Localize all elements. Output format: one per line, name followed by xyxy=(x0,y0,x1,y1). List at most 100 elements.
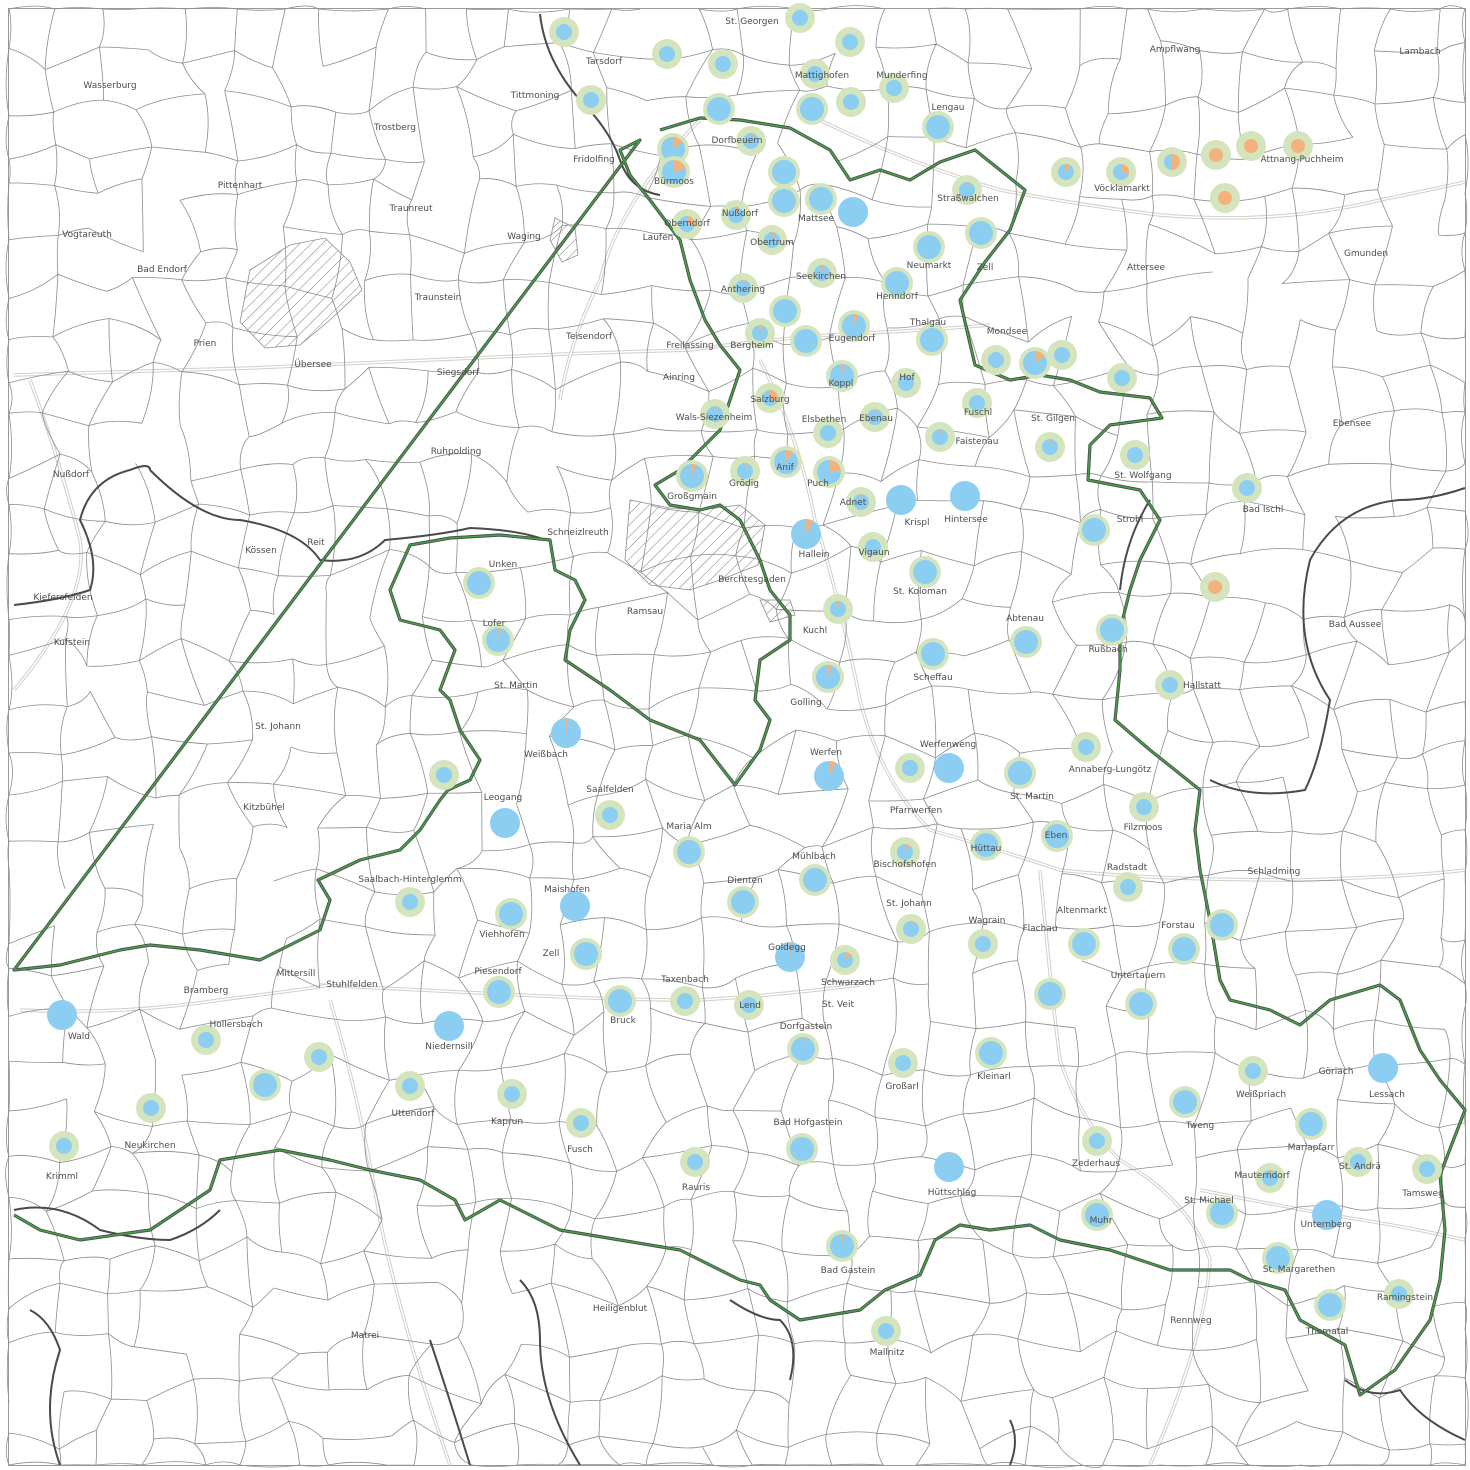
pie-marker[interactable] xyxy=(604,985,636,1017)
pie-marker[interactable] xyxy=(1034,978,1066,1010)
pie-marker[interactable] xyxy=(1125,988,1157,1020)
pie-marker[interactable] xyxy=(950,481,980,511)
pie-marker[interactable] xyxy=(652,39,682,69)
pie-marker[interactable] xyxy=(1295,1108,1327,1140)
pie-marker[interactable] xyxy=(1201,140,1231,170)
pie-marker[interactable] xyxy=(47,1000,77,1030)
pie-marker[interactable] xyxy=(551,718,581,748)
pie-marker[interactable] xyxy=(962,388,992,418)
pie-marker[interactable] xyxy=(952,175,982,205)
pie-marker[interactable] xyxy=(1113,872,1143,902)
pie-marker[interactable] xyxy=(913,231,945,263)
pie-marker[interactable] xyxy=(483,976,515,1008)
pie-marker[interactable] xyxy=(1368,1053,1398,1083)
pie-marker[interactable] xyxy=(1169,1086,1201,1118)
pie-marker[interactable] xyxy=(871,1316,901,1346)
pie-marker[interactable] xyxy=(708,49,738,79)
pie-marker[interactable] xyxy=(672,209,702,239)
pie-marker[interactable] xyxy=(886,485,916,515)
pie-marker[interactable] xyxy=(576,85,606,115)
pie-marker[interactable] xyxy=(1106,157,1136,187)
pie-marker[interactable] xyxy=(1283,131,1313,161)
pie-marker[interactable] xyxy=(922,111,954,143)
pie-marker[interactable] xyxy=(673,836,705,868)
pie-marker[interactable] xyxy=(1082,1126,1112,1156)
pie-marker[interactable] xyxy=(703,93,735,125)
pie-marker[interactable] xyxy=(838,310,870,342)
pie-marker[interactable] xyxy=(1129,792,1159,822)
pie-marker[interactable] xyxy=(1120,440,1150,470)
pie-marker[interactable] xyxy=(1051,157,1081,187)
pie-marker[interactable] xyxy=(1155,670,1185,700)
pie-marker[interactable] xyxy=(823,594,853,624)
pie-marker[interactable] xyxy=(981,345,1011,375)
pie-marker[interactable] xyxy=(755,383,785,413)
pie-marker[interactable] xyxy=(1314,1289,1346,1321)
pie-marker[interactable] xyxy=(736,126,766,156)
pie-marker[interactable] xyxy=(807,258,837,288)
pie-marker[interactable] xyxy=(846,487,876,517)
pie-marker[interactable] xyxy=(890,837,920,867)
pie-marker[interactable] xyxy=(775,942,805,972)
pie-marker[interactable] xyxy=(970,829,1002,861)
pie-marker[interactable] xyxy=(721,200,751,230)
pie-marker[interactable] xyxy=(658,156,690,188)
pie-marker[interactable] xyxy=(1343,1147,1373,1177)
pie-marker[interactable] xyxy=(560,891,590,921)
pie-marker[interactable] xyxy=(860,402,890,432)
pie-marker[interactable] xyxy=(1010,626,1042,658)
pie-marker[interactable] xyxy=(917,638,949,670)
pie-marker[interactable] xyxy=(730,456,760,486)
pie-marker[interactable] xyxy=(916,324,948,356)
pie-marker[interactable] xyxy=(680,1147,710,1177)
pie-marker[interactable] xyxy=(191,1025,221,1055)
pie-marker[interactable] xyxy=(395,887,425,917)
pie-marker[interactable] xyxy=(836,87,866,117)
pie-marker[interactable] xyxy=(769,295,801,327)
pie-marker[interactable] xyxy=(434,1011,464,1041)
pie-marker[interactable] xyxy=(1255,1163,1285,1193)
pie-marker[interactable] xyxy=(888,1048,918,1078)
pie-marker[interactable] xyxy=(826,1230,858,1262)
pie-marker[interactable] xyxy=(1168,933,1200,965)
pie-marker[interactable] xyxy=(1206,909,1238,941)
pie-marker[interactable] xyxy=(745,318,775,348)
pie-marker[interactable] xyxy=(1035,432,1065,462)
pie-marker[interactable] xyxy=(49,1131,79,1161)
pie-marker[interactable] xyxy=(570,938,602,970)
pie-marker[interactable] xyxy=(879,73,909,103)
pie-marker[interactable] xyxy=(814,761,844,791)
pie-marker[interactable] xyxy=(136,1093,166,1123)
pie-marker[interactable] xyxy=(968,929,998,959)
pie-marker[interactable] xyxy=(881,267,913,299)
pie-marker[interactable] xyxy=(785,3,815,33)
pie-marker[interactable] xyxy=(757,225,787,255)
pie-marker[interactable] xyxy=(657,133,689,165)
pie-marker[interactable] xyxy=(1236,131,1266,161)
pie-marker[interactable] xyxy=(249,1069,281,1101)
pie-marker[interactable] xyxy=(1200,572,1230,602)
pie-marker[interactable] xyxy=(925,422,955,452)
pie-marker[interactable] xyxy=(566,1108,596,1138)
pie-marker[interactable] xyxy=(490,808,520,838)
pie-marker[interactable] xyxy=(1206,1197,1238,1229)
pie-marker[interactable] xyxy=(830,945,860,975)
pie-marker[interactable] xyxy=(770,446,802,478)
pie-marker[interactable] xyxy=(497,1079,527,1109)
pie-marker[interactable] xyxy=(813,456,845,488)
pie-marker[interactable] xyxy=(895,753,925,783)
pie-marker[interactable] xyxy=(1312,1200,1342,1230)
pie-marker[interactable] xyxy=(676,460,708,492)
pie-marker[interactable] xyxy=(429,760,459,790)
pie-marker[interactable] xyxy=(1068,928,1100,960)
pie-marker[interactable] xyxy=(975,1037,1007,1069)
pie-marker[interactable] xyxy=(1157,147,1187,177)
pie-marker[interactable] xyxy=(909,556,941,588)
pie-marker[interactable] xyxy=(1412,1154,1442,1184)
pie-marker[interactable] xyxy=(495,898,527,930)
pie-marker[interactable] xyxy=(934,1152,964,1182)
pie-marker[interactable] xyxy=(826,360,858,392)
pie-marker[interactable] xyxy=(800,59,830,89)
